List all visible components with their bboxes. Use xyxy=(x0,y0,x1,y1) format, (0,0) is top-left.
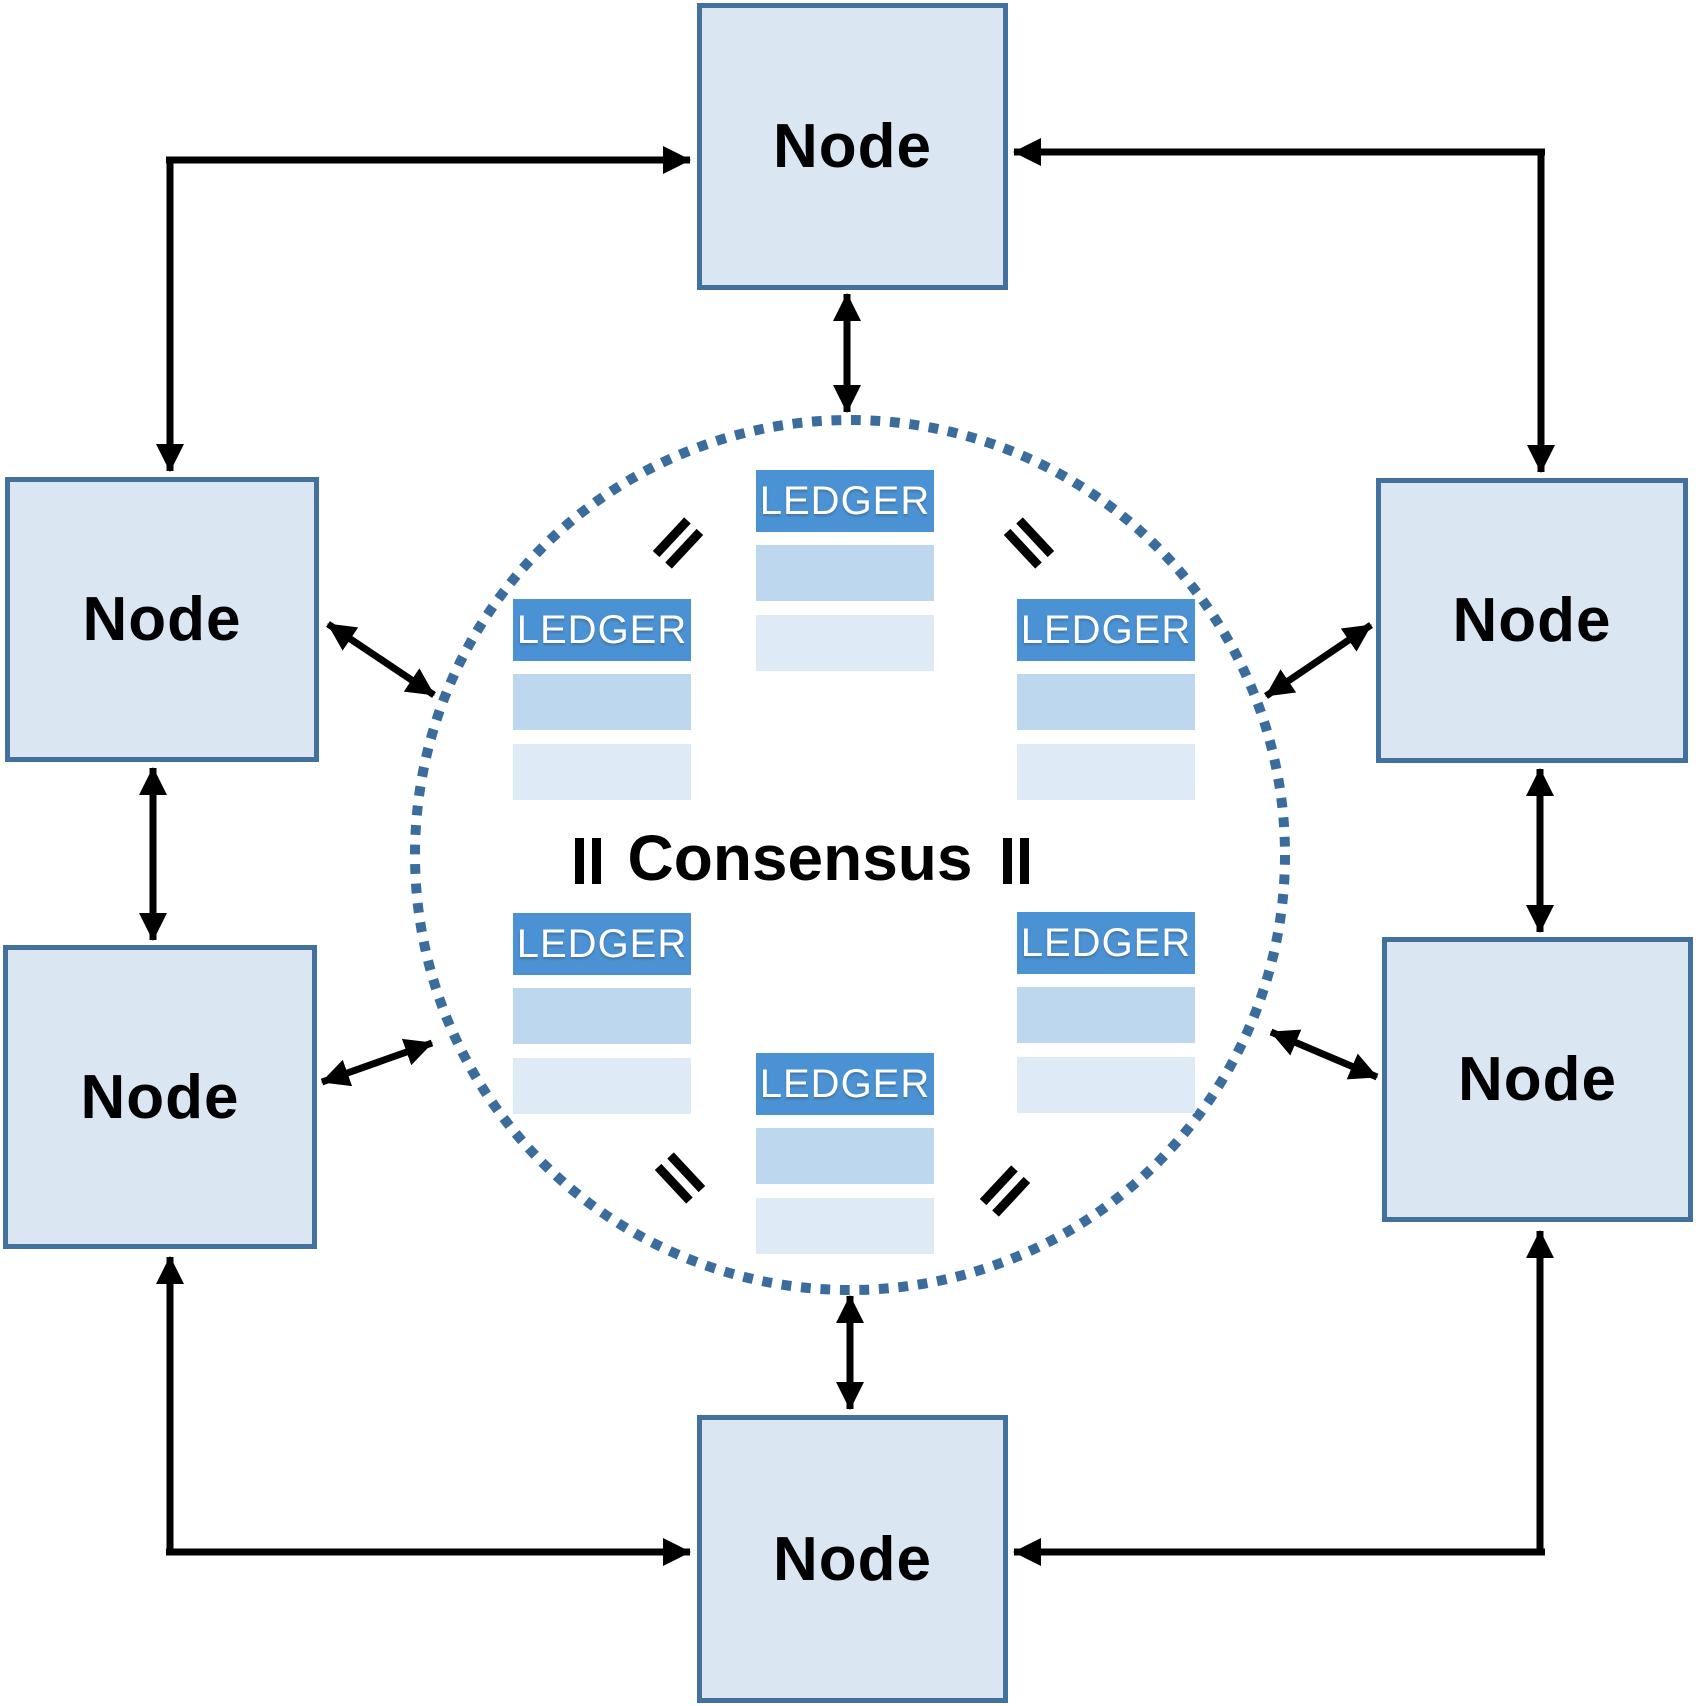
ledger-row xyxy=(1017,674,1195,730)
ledger-upper-right-header: LEDGER xyxy=(1017,599,1195,661)
ledger-upper-right: LEDGER xyxy=(1017,599,1195,800)
arrow-rightupper-circle xyxy=(1264,622,1373,699)
equals-icon-bottom-right xyxy=(979,1165,1031,1217)
node-right-upper-label: Node xyxy=(1452,586,1612,655)
ledger-lower-left-header: LEDGER xyxy=(513,913,691,975)
ledger-row xyxy=(513,744,691,800)
ledger-bottom: LEDGER xyxy=(756,1053,934,1254)
node-bottom: Node xyxy=(697,1415,1008,1703)
consensus-circle-boundary xyxy=(410,415,1290,1295)
equals-icon-top-left xyxy=(652,517,704,569)
ledger-row xyxy=(1017,1057,1195,1113)
ledger-lower-right-header: LEDGER xyxy=(1017,912,1195,974)
ledger-upper-left: LEDGER xyxy=(513,599,691,800)
node-left-lower-label: Node xyxy=(80,1062,240,1132)
ledger-row xyxy=(756,545,934,601)
ledger-lower-right: LEDGER xyxy=(1017,912,1195,1113)
node-left-lower: Node xyxy=(3,945,317,1249)
ledger-row xyxy=(1017,987,1195,1043)
ledger-row xyxy=(513,1058,691,1114)
node-top: Node xyxy=(697,3,1008,290)
ledger-row xyxy=(756,1128,934,1184)
node-left-upper-label: Node xyxy=(82,585,242,654)
node-right-lower: Node xyxy=(1382,937,1693,1222)
equals-icon-bottom-left xyxy=(654,1152,706,1204)
ledger-top-header: LEDGER xyxy=(756,470,934,532)
equals-icon-top-right xyxy=(1003,517,1055,569)
arrow-leftlower-circle xyxy=(320,1038,434,1087)
ledger-row xyxy=(756,1198,934,1254)
ledger-lower-left: LEDGER xyxy=(513,913,691,1114)
arrow-leftupper-circle xyxy=(326,621,436,698)
ledger-row xyxy=(513,988,691,1044)
node-top-label: Node xyxy=(773,112,932,181)
node-left-upper: Node xyxy=(5,477,319,762)
node-bottom-label: Node xyxy=(773,1524,932,1594)
node-right-lower-label: Node xyxy=(1458,1045,1617,1114)
ledger-row xyxy=(1017,744,1195,800)
consensus-label: Consensus xyxy=(627,821,973,894)
ledger-row xyxy=(756,615,934,671)
ledger-upper-left-header: LEDGER xyxy=(513,599,691,661)
ledger-row xyxy=(513,674,691,730)
equals-icon-mid-right xyxy=(1003,838,1029,884)
ledger-top: LEDGER xyxy=(756,470,934,671)
equals-icon-mid-left xyxy=(575,838,601,884)
ledger-bottom-header: LEDGER xyxy=(756,1053,934,1115)
node-right-upper: Node xyxy=(1376,478,1688,763)
arrow-rightlower-circle xyxy=(1269,1028,1379,1081)
